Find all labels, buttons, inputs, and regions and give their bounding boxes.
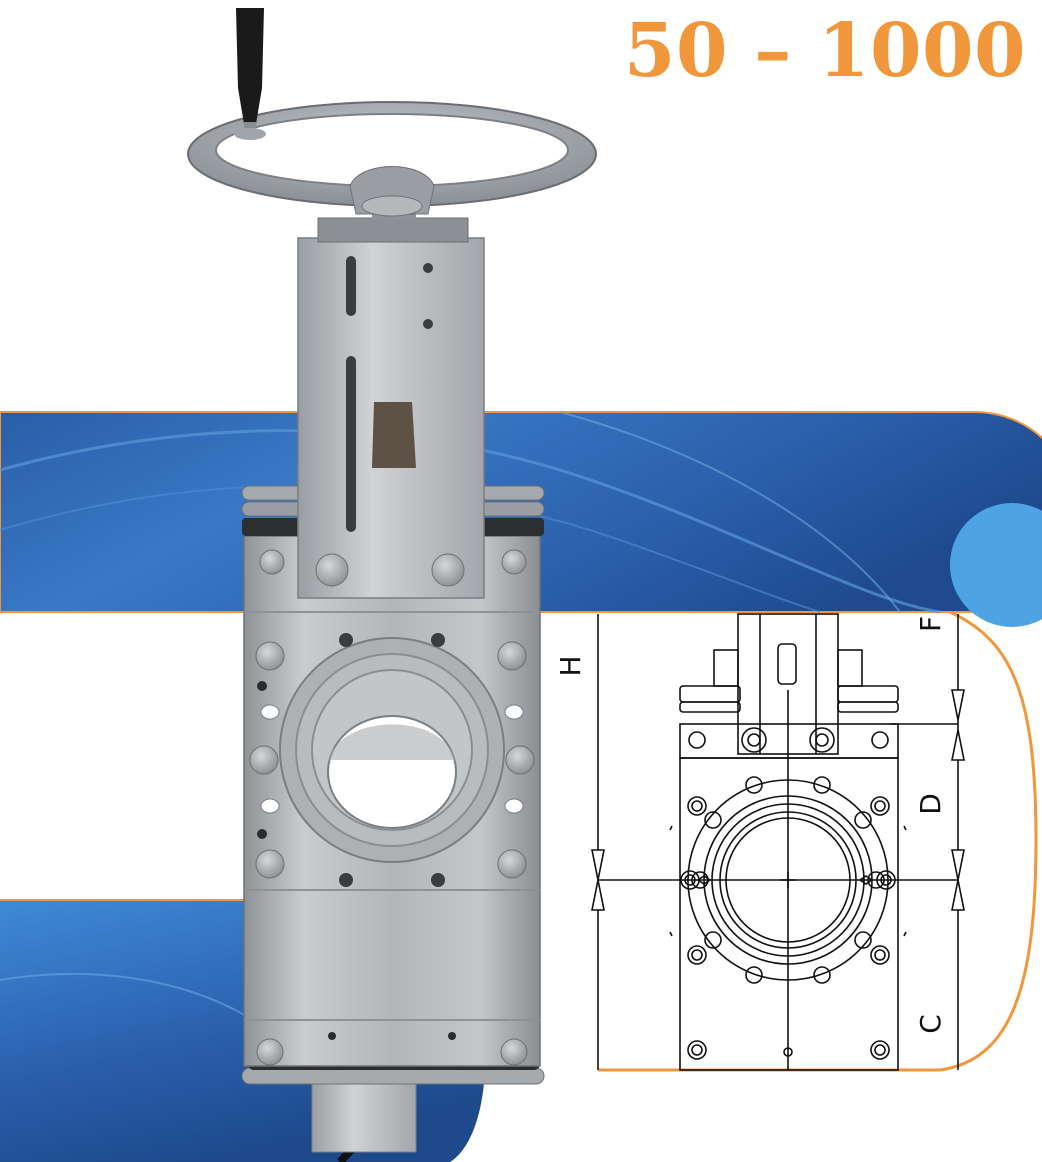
size-range-title: 50 – 1000 (624, 8, 1026, 94)
dimension-label-d: D (914, 793, 947, 815)
technical-drawing (591, 613, 965, 1071)
drawing-frame (598, 610, 1038, 1072)
valve-photo (187, 8, 597, 1153)
dimension-label-c: C (914, 1014, 947, 1034)
dimension-label-f: F (914, 616, 947, 632)
dimension-label-h: H (554, 655, 587, 676)
